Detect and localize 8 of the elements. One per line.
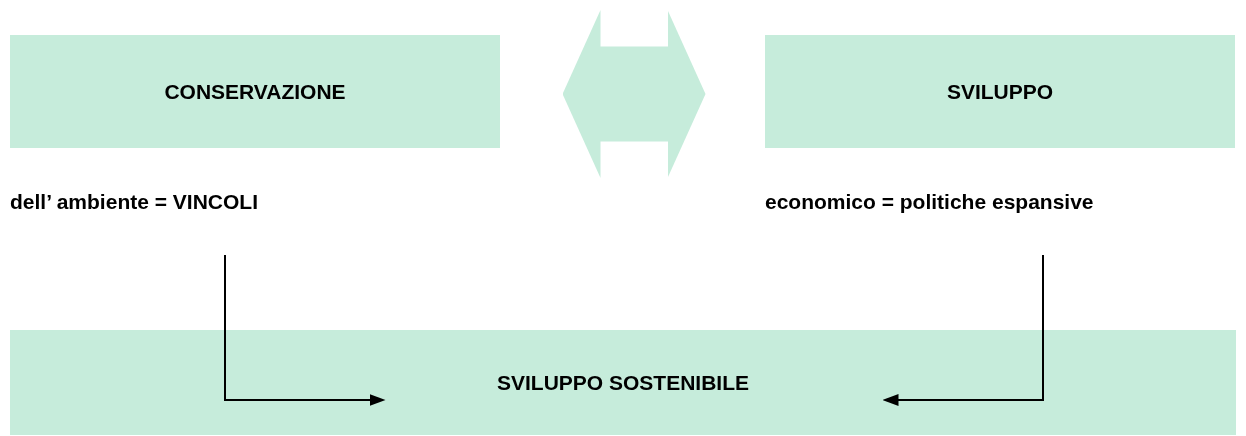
node-caption: economico = politiche espansive — [765, 190, 1094, 214]
process-box: SVILUPPO — [765, 35, 1235, 148]
node-caption: dell’ ambiente = VINCOLI — [10, 190, 258, 214]
process-box: SVILUPPO SOSTENIBILE — [10, 330, 1236, 435]
arrow — [224, 254, 386, 406]
process-box: CONSERVAZIONE — [10, 35, 500, 148]
double-arrow — [562, 10, 706, 178]
arrow — [882, 254, 1044, 406]
